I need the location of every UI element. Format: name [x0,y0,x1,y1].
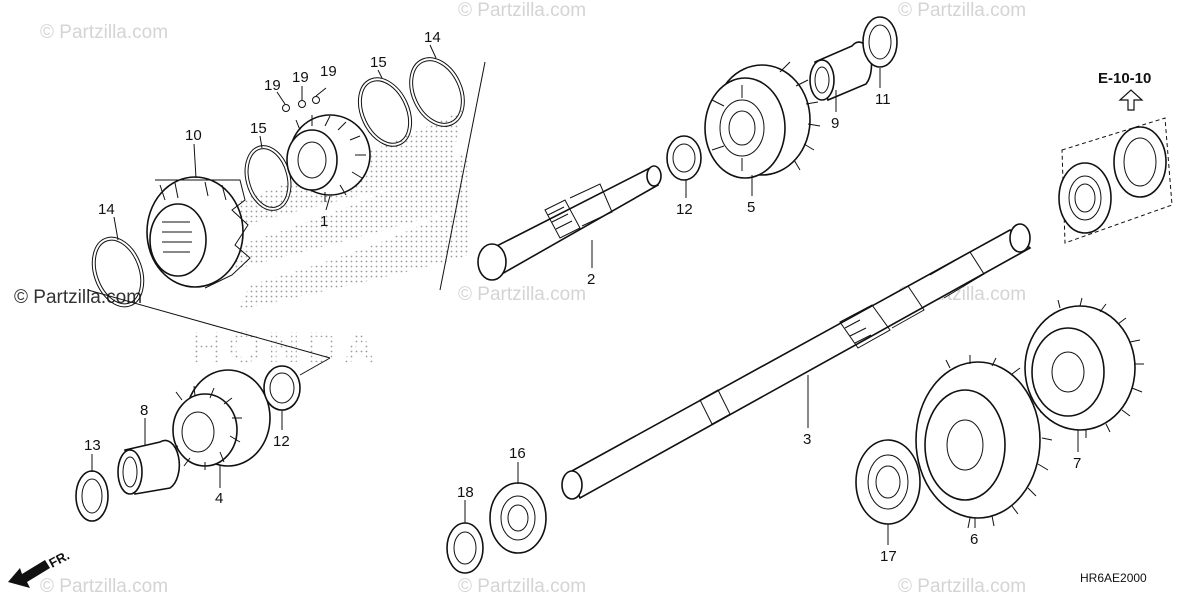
callout-15[interactable]: 15 [370,54,387,71]
part-10-shift-sleeve[interactable] [146,176,251,289]
part-8-bushing[interactable] [117,439,181,495]
watermark: © Partzilla.com [40,22,168,43]
reference-box [1058,89,1173,244]
callout-15[interactable]: 15 [250,120,267,137]
part-18-seal[interactable] [446,522,484,574]
callout-19[interactable]: 19 [264,77,281,94]
leader-lines [91,44,1079,545]
reference-label[interactable]: E-10-10 [1098,70,1151,87]
drawing-code: HR6AE2000 [1080,571,1147,585]
callout-8[interactable]: 8 [140,402,148,419]
callout-17[interactable]: 17 [880,548,897,565]
callouts: 14 10 15 1 19 19 19 15 14 8 13 4 12 2 12… [84,29,1081,565]
part-19-balls[interactable] [282,96,320,112]
watermark: © Partzilla.com [40,576,168,597]
watermark: © Partzilla.com [458,576,586,597]
callout-4[interactable]: 4 [215,490,223,507]
callout-13[interactable]: 13 [84,437,101,454]
callout-14[interactable]: 14 [424,29,441,46]
part-11-washer[interactable] [862,16,898,68]
watermark-group: © Partzilla.com © Partzilla.com © Partzi… [14,0,1026,597]
part-13-washer[interactable] [75,470,109,522]
part-16-bearing[interactable] [489,482,547,554]
part-2-shaft[interactable] [477,165,662,281]
callout-3[interactable]: 3 [803,431,811,448]
callout-12[interactable]: 12 [676,201,693,218]
part-1-gear[interactable] [286,114,371,202]
callout-5[interactable]: 5 [747,199,755,216]
part-15-ring-right[interactable] [348,69,422,155]
part-17-bearing[interactable] [855,439,921,525]
watermark: © Partzilla.com [458,0,586,21]
watermark: © Partzilla.com [898,576,1026,597]
callout-16[interactable]: 16 [509,445,526,462]
part-14-ring-right[interactable] [399,49,475,135]
part-3-mainshaft[interactable] [561,223,1032,500]
watermark-dark: © Partzilla.com [14,287,142,308]
callout-18[interactable]: 18 [457,484,474,501]
part-14-ring-left[interactable] [83,230,153,314]
watermark: © Partzilla.com [458,284,586,305]
callout-2[interactable]: 2 [587,271,595,288]
callout-7[interactable]: 7 [1073,455,1081,472]
callout-1[interactable]: 1 [320,213,328,230]
part-6-gear[interactable] [915,355,1053,529]
part-12-washer-left[interactable] [263,365,301,411]
front-direction-arrow [8,560,50,588]
brand-lettering: HONDA [190,323,381,372]
part-5-gear[interactable] [704,61,821,179]
front-direction-label: FR. [46,548,72,571]
group-outline [87,61,486,376]
callout-19[interactable]: 19 [320,63,337,80]
part-7-gear[interactable] [1024,297,1144,438]
part-4-gear[interactable] [169,369,271,470]
callout-6[interactable]: 6 [970,531,978,548]
watermark: © Partzilla.com [898,0,1026,21]
part-9-bushing[interactable] [809,41,873,102]
callout-14[interactable]: 14 [98,201,115,218]
part-12-washer-right[interactable] [666,135,702,181]
callout-11[interactable]: 11 [875,91,891,108]
callout-10[interactable]: 10 [185,127,202,144]
callout-19[interactable]: 19 [292,69,309,86]
callout-12[interactable]: 12 [273,433,290,450]
callout-9[interactable]: 9 [831,115,839,132]
